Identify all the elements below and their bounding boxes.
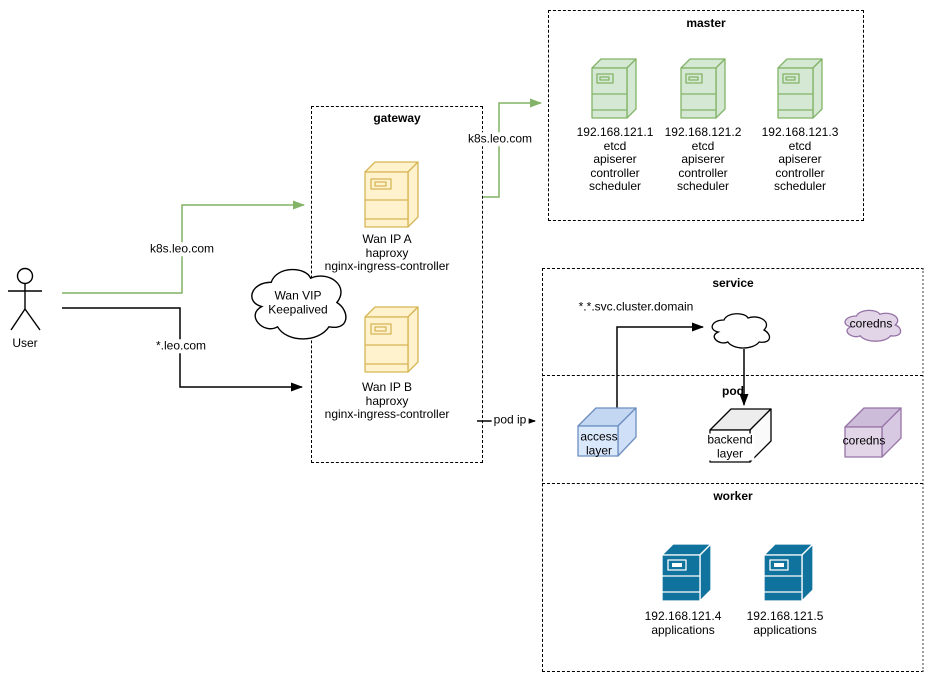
pod-worker-divider (542, 483, 923, 484)
edge-label-gateway-master-k8s: k8s.leo.com (465, 131, 535, 146)
server-label-worker-1: 192.168.121.4 applications (644, 609, 722, 637)
server-label-wan-ip-b: Wan IP B haproxy nginx-ingress-controlle… (324, 380, 450, 421)
wan-vip-cloud-label: Wan VIP Keepalived (268, 288, 328, 316)
server-label-worker-2: 192.168.121.5 applications (746, 609, 824, 637)
server-label-master-1: 192.168.121.1 etcd apiserer controller s… (576, 125, 654, 193)
edge-label-svc-domain: *.*.svc.cluster.domain (578, 299, 694, 314)
server-label-wan-ip-a: Wan IP A haproxy nginx-ingress-controlle… (324, 232, 450, 273)
service-pod-divider (542, 375, 923, 376)
master-group-title: master (686, 16, 726, 30)
cluster-group-box (542, 268, 924, 672)
access-layer-label: access layer (580, 429, 618, 457)
service-group-title: service (712, 276, 754, 290)
user-label: User (12, 336, 38, 350)
edge-label-user-k8s: k8s.leo.com (147, 241, 217, 256)
edge-gateway-to-master (483, 98, 542, 198)
master-group-box (548, 10, 864, 221)
coredns-cube-label: coredns (842, 433, 886, 448)
edge-label-user-wildcard: *.leo.com (153, 338, 209, 353)
user-actor-icon (8, 267, 42, 331)
coredns-cloud-label: coredns (849, 316, 893, 331)
gateway-group-title: gateway (373, 111, 421, 125)
server-label-master-2: 192.168.121.2 etcd apiserer controller s… (664, 125, 742, 193)
backend-layer-label: backend layer (705, 432, 755, 461)
server-label-master-3: 192.168.121.3 etcd apiserer controller s… (761, 125, 839, 193)
edge-label-pod-ip: pod ip (491, 412, 529, 427)
worker-group-title: worker (713, 489, 753, 503)
pod-group-title: pod (722, 384, 744, 398)
